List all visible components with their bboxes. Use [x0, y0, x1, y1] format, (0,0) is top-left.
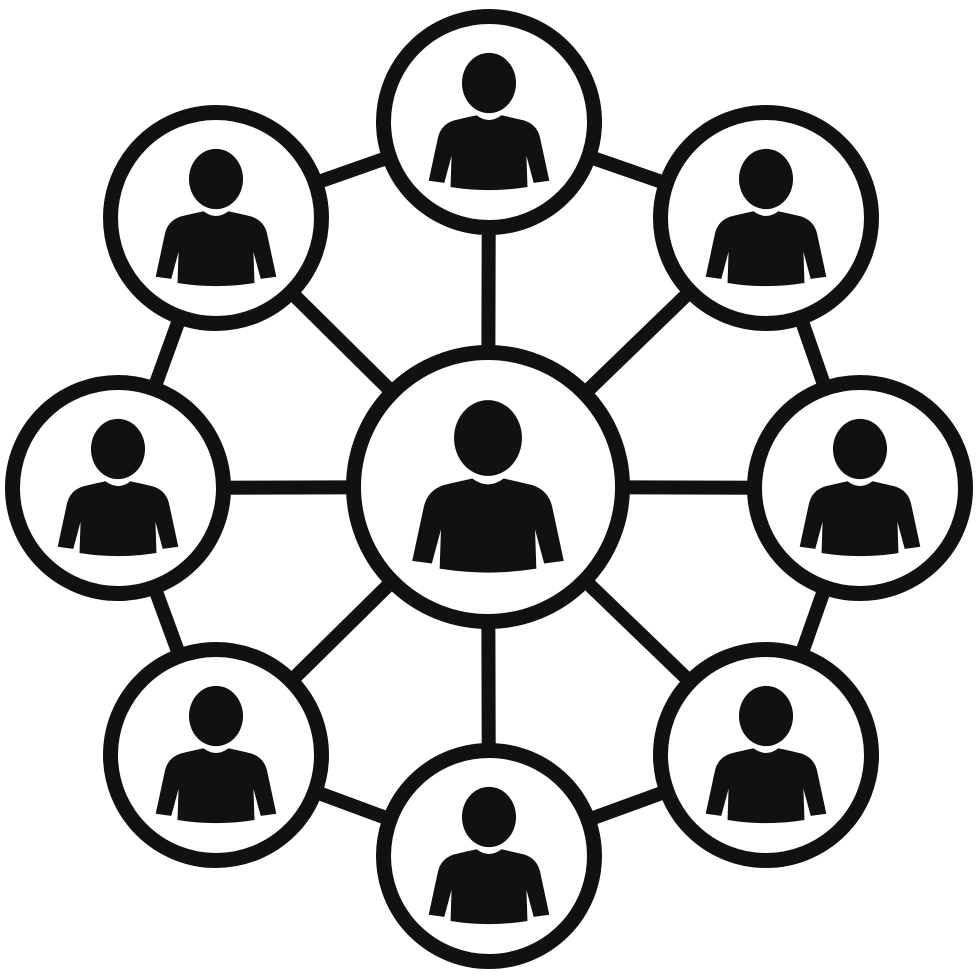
person-icon — [428, 52, 550, 191]
person-head — [188, 148, 244, 210]
person-icon — [412, 400, 564, 573]
person-body — [799, 481, 921, 557]
person-body — [155, 748, 277, 824]
person-head — [90, 418, 146, 480]
person-node-right — [747, 375, 973, 601]
person-nodes — [5, 9, 973, 969]
person-icon — [705, 685, 827, 824]
person-node-left — [5, 375, 231, 601]
person-head — [188, 685, 244, 747]
person-body — [705, 748, 827, 824]
person-icon — [155, 685, 277, 824]
person-node-bottom-left — [103, 642, 329, 868]
person-body — [428, 849, 550, 925]
person-node-top-left — [103, 105, 329, 331]
person-body — [428, 115, 550, 191]
person-head — [738, 148, 794, 210]
person-icon — [799, 418, 921, 557]
person-head — [461, 786, 517, 848]
person-node-top-right — [653, 105, 879, 331]
person-body — [705, 211, 827, 287]
center-person-node — [346, 345, 630, 629]
person-head — [738, 685, 794, 747]
person-icon — [155, 148, 277, 287]
person-body — [57, 481, 179, 557]
person-body — [412, 478, 564, 573]
person-icon — [428, 786, 550, 925]
person-head — [832, 418, 888, 480]
person-icon — [705, 148, 827, 287]
person-head — [461, 52, 517, 114]
person-head — [454, 400, 522, 476]
person-node-bottom-right — [653, 642, 879, 868]
person-icon — [57, 418, 179, 557]
person-node-top — [376, 9, 602, 235]
person-node-bottom — [376, 743, 602, 969]
person-body — [155, 211, 277, 287]
